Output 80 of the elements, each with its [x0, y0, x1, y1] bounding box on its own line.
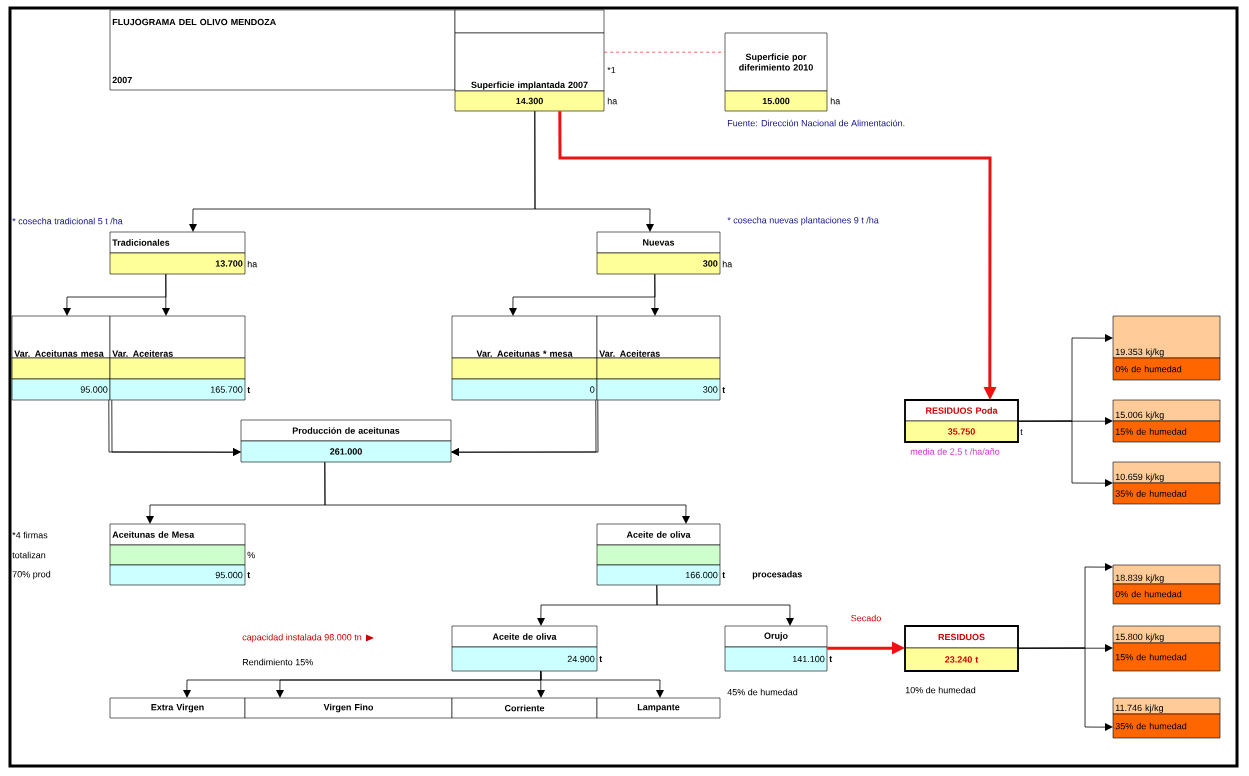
- unit-text: t: [247, 387, 251, 393]
- residue-box: RESIDUOS 23.240 t: [904, 625, 1019, 672]
- unit-text: t: [247, 572, 251, 578]
- note-text: *4 firmas: [12, 531, 48, 539]
- note-text: * cosecha tradicional 5 t /ha: [12, 217, 123, 225]
- node-label: 0: [590, 386, 595, 393]
- category-cell: Virgen Fino: [244, 697, 453, 719]
- node-label: 14.300: [516, 97, 543, 105]
- unit-text: ha: [607, 97, 618, 105]
- note-text: media de 2,5 t /ha/año: [910, 448, 1000, 456]
- data-box: Orujo 141.100: [724, 625, 828, 672]
- category-cell: Corriente: [451, 697, 598, 719]
- node-label: 300: [703, 260, 718, 267]
- node-label: 15.000: [762, 97, 790, 105]
- data-box: Superficie por diferimiento 2010 15.000: [724, 32, 828, 112]
- node-label: 18.839 kj/kg: [1115, 574, 1164, 583]
- note-text: 10% de humedad: [905, 686, 976, 694]
- arrow: [656, 584, 794, 626]
- data-box: Aceite de oliva 24.900: [451, 625, 598, 672]
- note-text: * cosecha nuevas plantaciones 9 t /ha: [727, 216, 879, 226]
- category-cell: Extra Virgen: [109, 697, 246, 719]
- source-note: Fuente: Dirección Nacional de Alimentación.: [727, 119, 905, 127]
- edge-label: Secado: [849, 613, 883, 623]
- data-box: Tradicionales 13.700: [109, 231, 246, 275]
- node-label: Orujo: [764, 632, 788, 641]
- unit-text: ha: [722, 260, 733, 268]
- node-label: 95.000: [215, 571, 243, 579]
- table-column: Var. Aceiteras 165.700: [109, 315, 246, 401]
- arrow: [651, 273, 659, 316]
- unit-text: ha: [830, 97, 841, 105]
- energy-box: 11.746 kj/kg 35% de humedad: [1112, 697, 1221, 739]
- note-text: Rendimiento 15%: [242, 658, 313, 666]
- arrow: [1017, 647, 1113, 731]
- table-column: Var. Aceiteras 300: [596, 315, 721, 401]
- energy-box: 19.353 kj/kg 0% de humedad: [1112, 315, 1221, 381]
- data-box: Nuevas 300: [596, 231, 721, 275]
- capacity-note: capacidad instalada 98.000 tn: [242, 633, 362, 643]
- node-label: 0% de humedad: [1115, 365, 1182, 373]
- node-label: 11.746 kj/kg: [1115, 704, 1163, 713]
- node-label: 35% de humedad: [1115, 490, 1187, 497]
- table-column: Var. Aceitunas mesa 95.000: [11, 315, 111, 401]
- energy-box: 15.800 kj/kg 15% de humedad: [1112, 625, 1221, 672]
- unit-text: t: [599, 656, 603, 662]
- unit-text: ha: [247, 260, 258, 268]
- node-label: 166.000: [685, 571, 718, 579]
- arrow: [162, 273, 170, 316]
- arrow: [827, 641, 905, 655]
- note-text: totalizan: [12, 551, 46, 559]
- note-text: 45% de humedad: [727, 688, 798, 696]
- node-label: 300: [703, 386, 718, 393]
- unit-text: t: [1020, 429, 1023, 435]
- energy-box: 18.839 kj/kg 0% de humedad: [1112, 564, 1221, 605]
- arrow: [324, 461, 690, 524]
- arrow: [558, 111, 997, 400]
- data-box: Producción de aceitunas 261.000: [240, 419, 452, 463]
- node-label: Aceite de oliva: [492, 633, 557, 640]
- unit-text: %: [247, 551, 255, 559]
- data-box: Superficie implantada 2007 14.300: [454, 9, 605, 112]
- energy-box: 10.659 kj/kg 35% de humedad: [1112, 461, 1221, 505]
- unit-text: t: [722, 572, 726, 578]
- node-label: 13.700: [215, 260, 243, 267]
- node-label: 15% de humedad: [1115, 428, 1187, 435]
- node-label: 15.800 kj/kg: [1115, 633, 1164, 642]
- arrow: [540, 670, 664, 698]
- note-text: procesadas: [752, 570, 802, 580]
- unit-text: t: [722, 387, 726, 393]
- data-box: Aceitunas de Mesa 95.000: [109, 523, 246, 586]
- node-label: 95.000: [80, 386, 108, 393]
- table-column: Var. Aceitunas * mesa 0: [451, 315, 598, 401]
- note-text: 70% prod: [12, 570, 51, 580]
- energy-box: 15.006 kj/kg 15% de humedad: [1112, 399, 1221, 443]
- unit-text: t: [829, 656, 833, 662]
- arrow: [1017, 420, 1113, 487]
- node-label: 165.700: [210, 386, 243, 393]
- category-cell: Lampante: [596, 697, 721, 719]
- footnote-mark: *1: [607, 66, 616, 74]
- arrow: [534, 110, 654, 232]
- node-label: 261.000: [330, 448, 362, 455]
- residue-box: RESIDUOS Poda 35.750: [904, 399, 1019, 443]
- data-box: Aceite de oliva 166.000: [596, 523, 721, 586]
